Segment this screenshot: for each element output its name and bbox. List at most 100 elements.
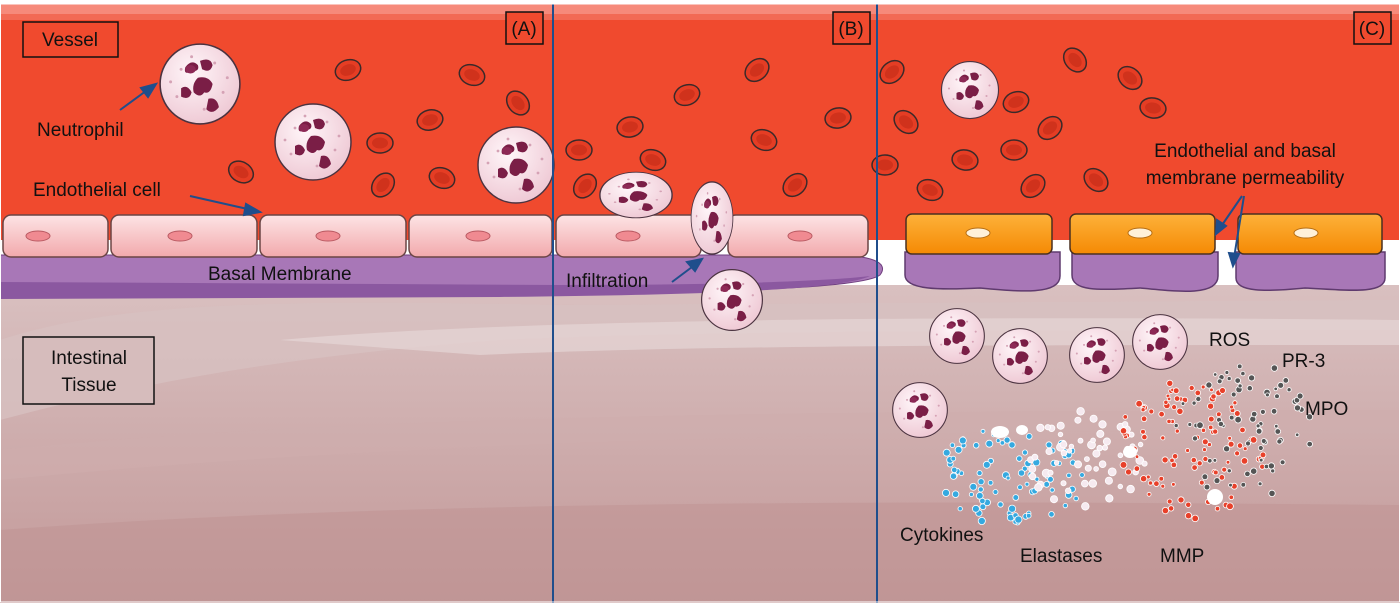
endothelial-nucleus	[465, 230, 491, 242]
mmp-particle	[1200, 427, 1207, 433]
mmp-particle	[1172, 453, 1179, 460]
cytokine-particle	[1021, 465, 1028, 472]
cytokine-particle	[1073, 495, 1079, 502]
cytokine-particle	[1024, 481, 1030, 487]
mmp-particle	[1140, 475, 1148, 483]
mmp-particle	[1140, 428, 1146, 435]
mmp-particle	[1226, 502, 1234, 511]
cytokine-particle	[995, 438, 1001, 444]
mpo-label: MPO	[1305, 399, 1348, 420]
cytokine-particle	[1016, 455, 1023, 462]
endothelial-cell-label: Endothelial cell	[33, 180, 161, 201]
mmp-particle	[1174, 428, 1180, 434]
cytokine-particle	[1022, 449, 1029, 456]
mpo-particle	[1226, 468, 1232, 474]
mpo-particle	[1187, 422, 1193, 427]
elastase-particle	[1060, 449, 1068, 457]
elastase-particle	[1098, 460, 1107, 469]
tissue-label-box	[22, 336, 155, 405]
mpo-particle	[1180, 401, 1186, 406]
endothelial-nucleus	[315, 230, 341, 242]
cytokine-particle	[951, 490, 960, 498]
mpo-particle	[1230, 391, 1237, 398]
mmp-particle	[1125, 468, 1132, 476]
cytokine-particle	[980, 428, 986, 434]
mpo-particle	[1274, 428, 1281, 435]
mmp-particle	[1194, 389, 1201, 397]
red-blood-cell	[565, 139, 593, 161]
endothelial-arrow	[189, 195, 253, 211]
mmp-particle	[1207, 424, 1214, 431]
elastase-particle	[1064, 487, 1072, 494]
cytokine-particle	[977, 486, 984, 493]
mmp-particle	[1190, 456, 1197, 464]
mmp-particle	[1133, 465, 1141, 472]
mmp-particle	[1147, 480, 1154, 486]
mpo-particle	[1237, 383, 1243, 389]
endothelial-nucleus	[25, 230, 51, 242]
pr3-label: PR-3	[1282, 351, 1325, 372]
mpo-particle	[1270, 364, 1279, 372]
neutrophil-cell	[477, 126, 555, 204]
mpo-particle	[1258, 457, 1264, 463]
cytokine-particle	[1003, 436, 1011, 444]
mpo-particle	[1212, 372, 1218, 377]
mpo-particle	[1205, 381, 1213, 389]
mmp-particle	[1166, 498, 1173, 505]
permeability-label-line1: Endothelial and basal	[1154, 141, 1336, 162]
mpo-particle	[1279, 459, 1286, 466]
endothelial-nucleus	[615, 230, 641, 242]
cytokine-particle	[1047, 476, 1054, 483]
mpo-particle	[1245, 440, 1251, 447]
mmp-particle	[1169, 457, 1175, 464]
basal-membrane-label: Basal Membrane	[208, 264, 352, 285]
elastase-particle	[1047, 469, 1054, 476]
mpo-particle	[1248, 374, 1256, 382]
mpo-particle	[1224, 370, 1230, 375]
mpo-particle	[1217, 420, 1225, 428]
permeability-label-line2: membrane permeability	[1146, 168, 1345, 189]
mmp-particle	[1227, 440, 1235, 448]
elastase-particle	[1092, 449, 1101, 458]
cytokine-particle	[1045, 441, 1053, 449]
mmp-particle	[1249, 436, 1258, 444]
mpo-particle	[1257, 445, 1264, 451]
cytokine-particle	[1043, 481, 1050, 488]
cytokine-particle	[1012, 494, 1020, 501]
mpo-particle	[1267, 462, 1275, 470]
neutrophil-cell-tissue	[1069, 327, 1125, 383]
mmp-particle	[1240, 457, 1249, 465]
mmp-particle	[1158, 411, 1165, 418]
elastase-particle	[1034, 483, 1043, 492]
cytokine-particle	[976, 470, 983, 477]
mmp-particle	[1148, 408, 1155, 415]
annotation-arrows	[119, 82, 1245, 283]
panel-tag-box	[1353, 11, 1392, 45]
mmp-particle	[1176, 407, 1184, 415]
cytokine-particle	[942, 488, 951, 497]
mmp-particle	[1216, 411, 1222, 418]
neutrophil-cell-extravasated	[700, 269, 764, 331]
elastase-particle	[1107, 467, 1117, 477]
cytokine-particle	[969, 482, 978, 491]
mpo-particle	[1257, 481, 1263, 487]
mpo-particle	[1265, 392, 1270, 398]
mpo-particle	[1255, 427, 1263, 435]
mmp-particle	[1166, 396, 1172, 402]
mpo-particle	[1270, 408, 1278, 415]
mpo-particle	[1240, 481, 1247, 488]
mpo-particle	[1255, 423, 1261, 429]
mmp-particle	[1207, 402, 1215, 410]
permeability-arrow	[1219, 195, 1243, 229]
cytokine-particle	[951, 466, 958, 474]
elastase-particle	[1093, 466, 1099, 472]
mpo-particle	[1260, 438, 1267, 444]
infiltration-label: Infiltration	[566, 271, 648, 292]
mpo-particle	[1286, 387, 1292, 393]
mmp-particle	[1122, 414, 1128, 420]
cytokine-particle	[977, 478, 985, 486]
mmp-particle	[1140, 407, 1146, 413]
mmp-particle	[1146, 491, 1152, 497]
cytokine-particle	[1008, 441, 1016, 449]
mmp-particle	[1153, 480, 1160, 487]
